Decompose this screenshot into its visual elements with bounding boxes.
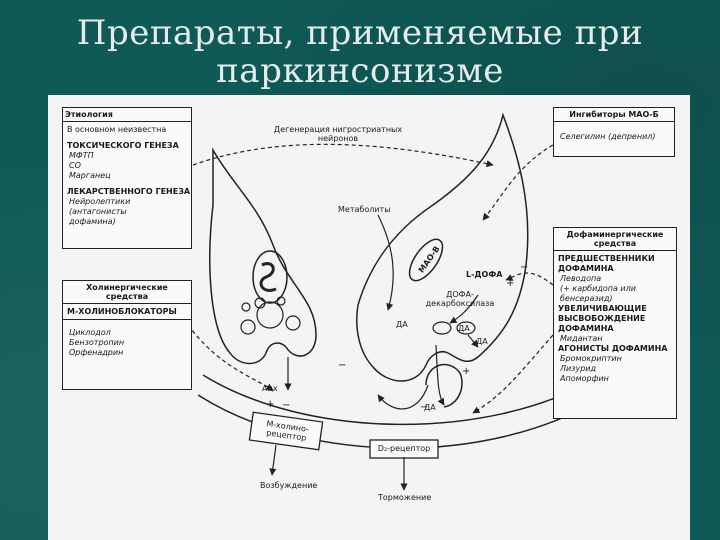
excitation-label: Возбуждение <box>260 481 318 490</box>
mao-item: Селегилин (депренил) <box>560 132 656 141</box>
da-label: ДА <box>458 324 470 333</box>
dopaminergic-box: Дофаминергические средства ПРЕДШЕСТВЕННИ… <box>553 227 677 419</box>
release-title-3: ДОФАМИНА <box>558 324 614 333</box>
degeneration-label-line2: нейронов <box>317 134 359 143</box>
release-title-2: ВЫСВОБОЖДЕНИЕ <box>558 314 646 323</box>
agonist-item: Бромокриптин <box>560 354 622 363</box>
da-label: ДА <box>476 337 488 346</box>
dopa-decarb-label: ДОФА- декарбоксилаза <box>420 290 500 308</box>
cholinergic-box: Холинергические средства М-ХОЛИНОБЛОКАТО… <box>62 280 192 390</box>
toxic-item: МФТП <box>69 151 94 160</box>
agonist-item: Апоморфин <box>560 374 609 383</box>
synapse-drawing <box>187 112 599 491</box>
cholinergic-header-line2: средства <box>105 292 149 301</box>
drug-item: Нейролептики <box>69 197 131 206</box>
l-dopa-label: L-ДОФА <box>466 270 503 279</box>
dopa-decarb-line1: ДОФА- <box>446 290 474 299</box>
cholinergic-neuron <box>209 147 317 365</box>
agonists-title: АГОНИСТЫ ДОФАМИНА <box>558 344 668 353</box>
cholinergic-header-line1: Холинергические <box>86 283 168 292</box>
cholinergic-item: Орфенадрин <box>69 348 124 357</box>
mao-header: Ингибиторы МАО-Б <box>554 108 674 122</box>
agonist-item: Лизурид <box>560 364 597 373</box>
metabolites-label: Метаболиты <box>338 205 391 214</box>
levodopa-note: (+ карбидопа или <box>560 284 636 293</box>
etiology-header: Этиология <box>63 108 191 122</box>
toxic-item: CO <box>69 161 81 170</box>
drug-item: дофамина) <box>69 217 116 226</box>
cholinergic-title: М-ХОЛИНОБЛОКАТОРЫ <box>63 307 191 320</box>
mao-b-organelle <box>408 238 444 282</box>
precursors-title-2: ДОФАМИНА <box>558 264 614 273</box>
etiology-unknown: В основном неизвестна <box>67 125 167 134</box>
d2-receptor-label: D₂-рецептор <box>377 444 431 453</box>
precursors-title: ПРЕДШЕСТВЕННИКИ <box>558 254 655 263</box>
plus-sign: + <box>266 399 275 410</box>
m-receptor-box <box>248 411 324 451</box>
da-label: ДА <box>424 403 436 412</box>
drug-item: (антагонисты <box>69 207 127 216</box>
cholinergic-item: Циклодол <box>69 328 111 337</box>
midantan: Мидантан <box>560 334 603 343</box>
ach-label: Ацх <box>262 384 278 393</box>
levodopa-note-2: бенсеразид) <box>560 294 613 303</box>
minus-sign: − <box>338 360 347 371</box>
mao-inhibitors-box: Ингибиторы МАО-Б Селегилин (депренил) <box>553 107 675 157</box>
dopaminergic-header-line1: Дофаминергические <box>566 230 664 239</box>
minus-sign: − <box>520 262 529 273</box>
dopaminergic-neuron <box>356 112 529 382</box>
scanned-diagram: Этиология В основном неизвестна ТОКСИЧЕС… <box>48 95 690 540</box>
da-label: ДА <box>396 320 408 329</box>
cholinergic-header: Холинергические средства <box>63 281 191 304</box>
toxic-title: ТОКСИЧЕСКОГО ГЕНЕЗА <box>67 141 179 150</box>
minus-sign: − <box>282 400 291 411</box>
degeneration-label: Дегенерация нигростриатных нейронов <box>258 125 418 143</box>
plus-sign: + <box>506 278 515 289</box>
slide-title-line2: паркинсонизме <box>216 51 504 91</box>
release-title: УВЕЛИЧИВАЮЩИЕ <box>558 304 647 313</box>
mitochondrion-icon <box>252 250 288 304</box>
inhibition-label: Торможение <box>378 493 432 502</box>
dopa-decarb-line2: декарбоксилаза <box>425 299 495 308</box>
slide-title-line1: Препараты, применяемые при <box>76 13 644 53</box>
cholinergic-item: Бензотропин <box>69 338 125 347</box>
degeneration-label-line1: Дегенерация нигростриатных <box>273 125 403 134</box>
toxic-item: Марганец <box>69 171 111 180</box>
minus-sign: − <box>420 402 429 413</box>
vesicles-group <box>240 296 301 335</box>
plus-sign: + <box>462 366 471 377</box>
levodopa: Леводопа <box>560 274 602 283</box>
dopaminergic-header: Дофаминергические средства <box>554 228 676 251</box>
etiology-box: Этиология В основном неизвестна ТОКСИЧЕС… <box>62 107 192 249</box>
drug-title: ЛЕКАРСТВЕННОГО ГЕНЕЗА <box>67 187 191 196</box>
postsynaptic-membrane <box>202 374 594 426</box>
dopaminergic-header-line2: средства <box>593 239 637 248</box>
